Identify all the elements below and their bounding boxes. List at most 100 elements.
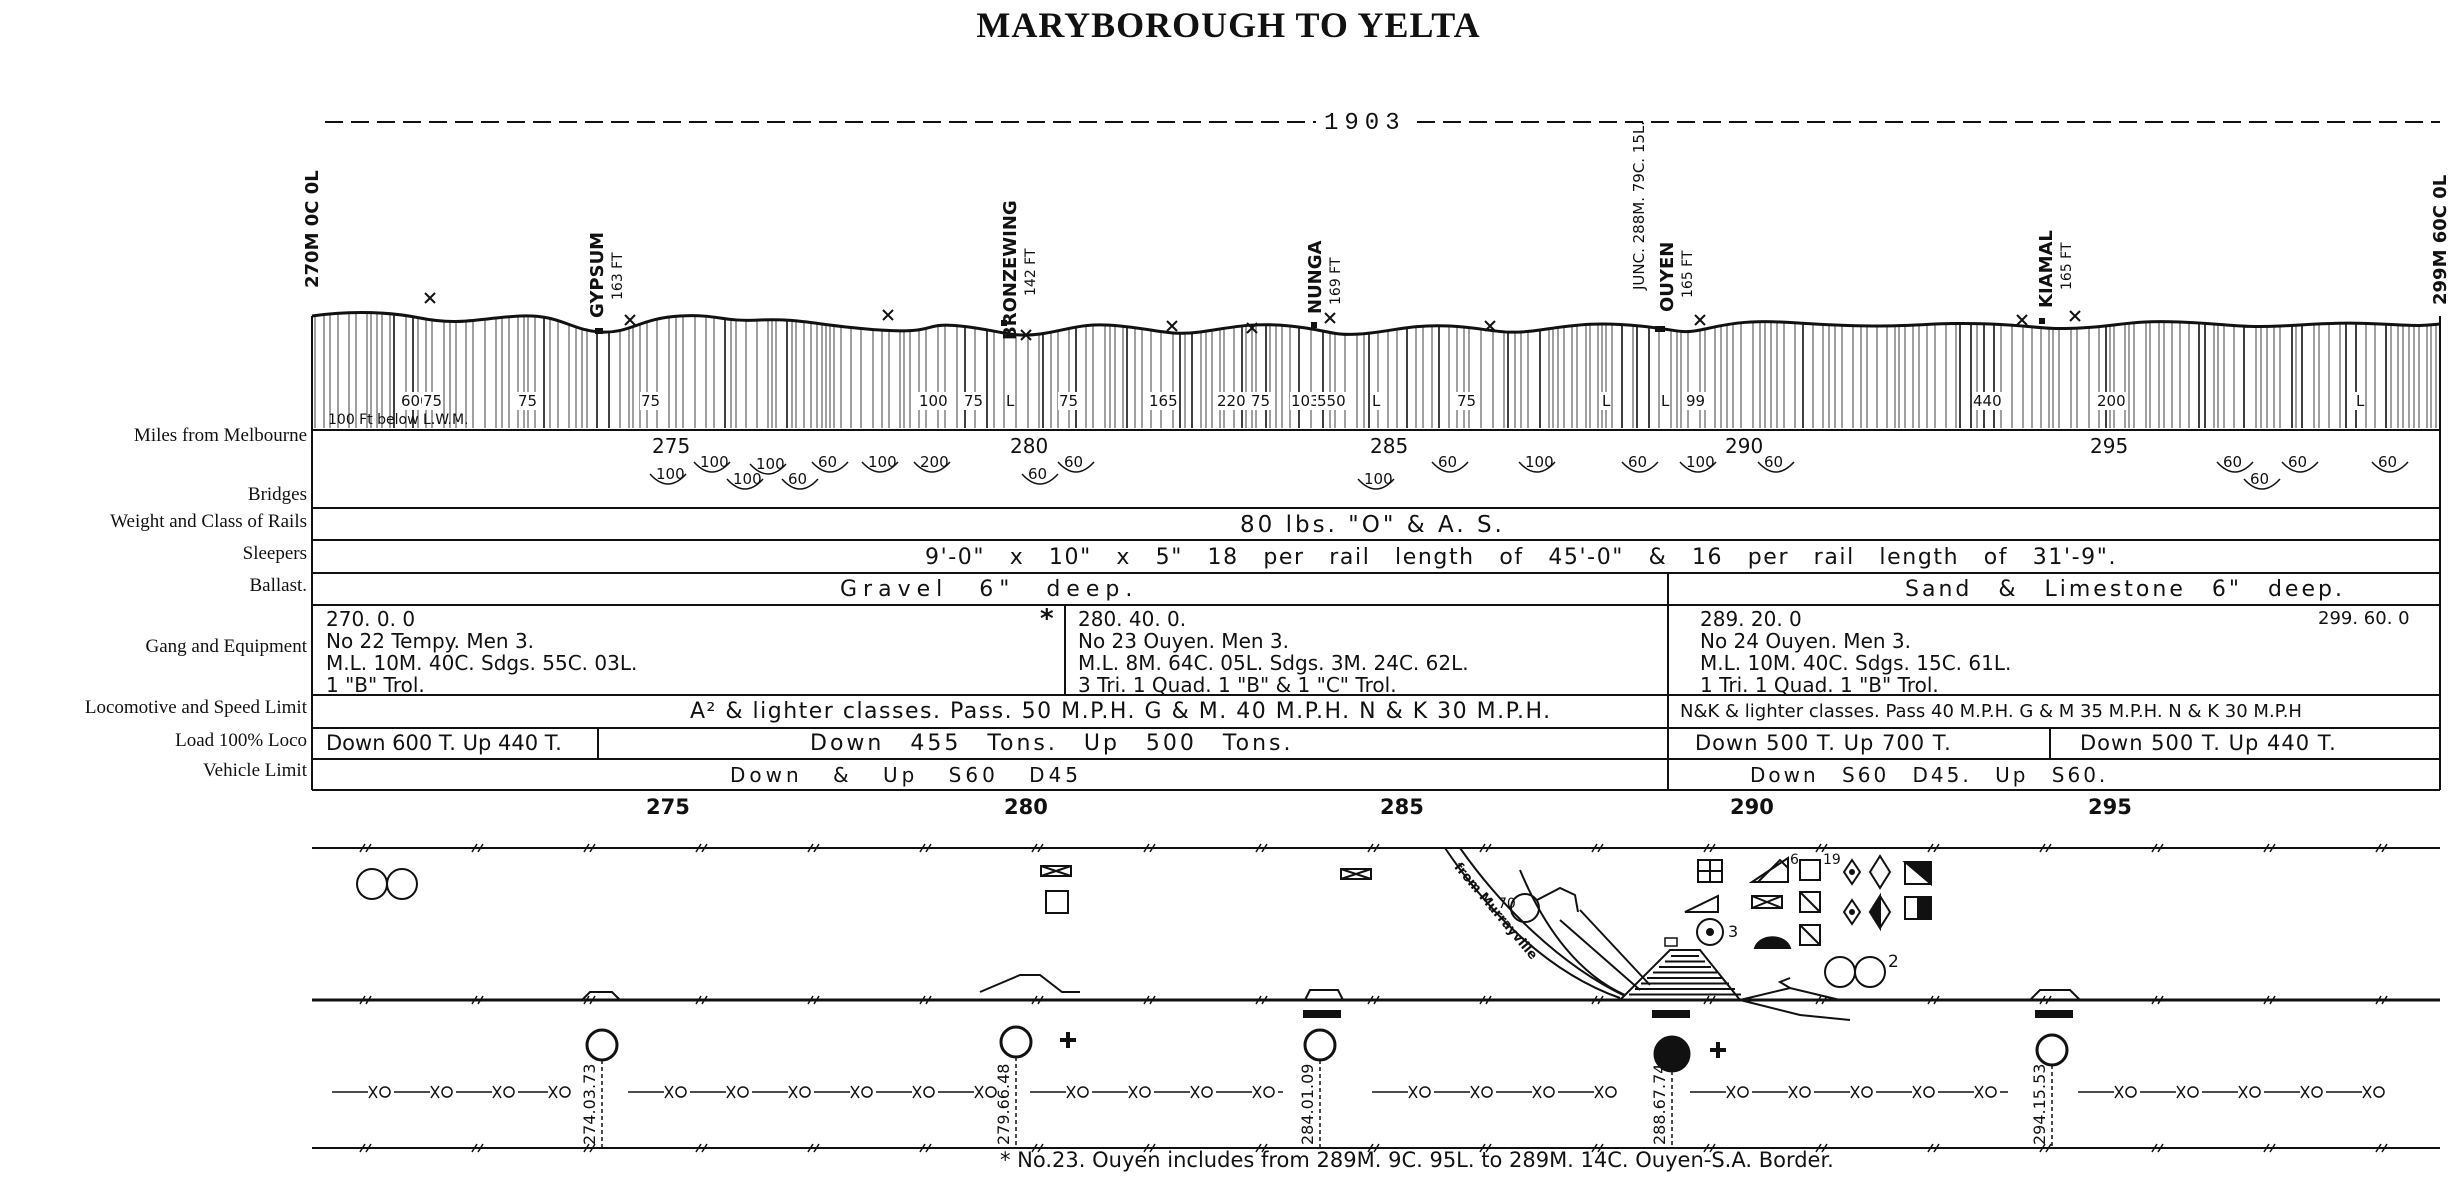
bridge-span: 60 xyxy=(1064,453,1084,471)
profile-x-marks xyxy=(424,292,2081,341)
label-miles: Miles from Melbourne xyxy=(133,425,307,446)
track-tick xyxy=(2375,1143,2388,1153)
track-tick xyxy=(2263,843,2276,853)
track-tick xyxy=(1815,843,1828,853)
track-tick xyxy=(1591,843,1604,853)
label-sleepers: Sleepers xyxy=(242,543,307,564)
track-tick xyxy=(807,1143,820,1153)
profile-x-mark xyxy=(1324,312,1336,324)
post-gypsum: 274.03.73 xyxy=(580,1063,599,1145)
year-label: 1903 xyxy=(1316,110,1414,137)
gradient-label: 75 xyxy=(1456,392,1478,410)
gang-section-2: 280. 40. 0. No 23 Ouyen. Men 3. M.L. 8M.… xyxy=(1078,607,1469,697)
load-3: Down 500 T. Up 700 T. xyxy=(1695,731,1952,755)
track-tick xyxy=(1479,843,1492,853)
track-tick xyxy=(1815,1143,1828,1153)
telegraph-o xyxy=(1263,1086,1275,1098)
track-tick xyxy=(1143,1143,1156,1153)
post-kiamal: 294.15.53 xyxy=(2030,1063,2049,1145)
bridge-arc xyxy=(1357,478,1395,490)
telegraph-o xyxy=(1799,1086,1811,1098)
station-kiamal: KIAMAL xyxy=(2036,230,2057,308)
sleepers-value: 9'-0" x 10" x 5" 18 per rail length of 4… xyxy=(925,545,2118,570)
bridge-span: 100 xyxy=(656,465,685,483)
telegraph-o xyxy=(799,1086,811,1098)
track-tick xyxy=(2151,995,2164,1005)
telegraph-o xyxy=(2311,1086,2323,1098)
signal-number-3: 3 xyxy=(1728,922,1739,941)
track-tick xyxy=(1367,995,1380,1005)
telegraph-x xyxy=(1974,1085,1984,1099)
telegraph-o xyxy=(985,1086,997,1098)
track-tick xyxy=(2263,1143,2276,1153)
telegraph-o xyxy=(1419,1086,1431,1098)
ouyen-yard xyxy=(1444,847,1851,1021)
telegraph-o xyxy=(737,1086,749,1098)
mile-290: 290 xyxy=(1725,434,1764,458)
gradient-label: L xyxy=(1660,392,1671,410)
gradient-label: 100 xyxy=(918,392,949,410)
profile-x-mark xyxy=(2016,314,2028,326)
telegraph-x xyxy=(2300,1085,2310,1099)
telegraph-x xyxy=(1408,1085,1418,1099)
bridge-span: 100 xyxy=(868,453,897,471)
bridge-arc xyxy=(1621,461,1659,473)
lower-mile-295: 295 xyxy=(2088,795,2132,819)
profile-x-mark xyxy=(1246,322,1258,334)
label-vehicle: Vehicle Limit xyxy=(203,760,307,781)
telegraph-o xyxy=(675,1086,687,1098)
gradient-label: 440 xyxy=(1972,392,2003,410)
label-ballast: Ballast. xyxy=(249,575,307,596)
profile-x-mark xyxy=(1694,314,1706,326)
station-marker-gypsum xyxy=(585,1028,619,1062)
station-kiamal-height: 165 FT xyxy=(2059,242,2075,290)
bridge-arc xyxy=(649,473,687,485)
track-tick xyxy=(2039,995,2052,1005)
ouyen-building xyxy=(1664,937,1678,947)
track-tick xyxy=(919,843,932,853)
bridge-arc xyxy=(2216,461,2254,473)
mile-295: 295 xyxy=(2090,434,2129,458)
telegraph-x xyxy=(1128,1085,1138,1099)
bridge-span: 60 xyxy=(1628,453,1648,471)
track-tick xyxy=(1255,1143,1268,1153)
telegraph-o xyxy=(1481,1086,1493,1098)
load-1: Down 600 T. Up 440 T. xyxy=(326,731,562,755)
gradient-label: 220 xyxy=(1216,392,1247,410)
telegraph-x xyxy=(1190,1085,1200,1099)
track-tick xyxy=(1703,995,1716,1005)
track-tick xyxy=(919,995,932,1005)
profile-x-mark xyxy=(624,314,636,326)
track-tick xyxy=(471,843,484,853)
telegraph-x xyxy=(368,1085,378,1099)
track-tick xyxy=(1591,995,1604,1005)
track-tick xyxy=(1927,843,1940,853)
bridge-arcs xyxy=(649,461,2409,490)
signal-number-19: 19 xyxy=(1823,852,1841,868)
gradient-label: 103 xyxy=(1290,392,1321,410)
ballast-right: Sand & Limestone 6" deep. xyxy=(1905,577,2345,602)
station-marker-nunga xyxy=(1303,1028,1337,1062)
bridge-span: 100 xyxy=(733,470,762,488)
post-nunga: 284.01.09 xyxy=(1298,1063,1317,1145)
profile-x-mark xyxy=(1484,320,1496,332)
gang-end-value: 299. 60. 0 xyxy=(2318,608,2410,629)
telegraph-x xyxy=(726,1085,736,1099)
profile-note: 100 Ft below L.W.M. xyxy=(328,412,469,428)
crosses xyxy=(1060,1032,1726,1058)
signal-symbols xyxy=(356,854,1932,988)
platforms xyxy=(1303,1010,2073,1018)
telegraph-x xyxy=(2114,1085,2124,1099)
track-tick xyxy=(1591,1143,1604,1153)
bridge-arc xyxy=(2243,478,2281,490)
track-tick xyxy=(2375,995,2388,1005)
signal-number-6: 6 xyxy=(1790,852,1799,868)
telegraph-x xyxy=(1594,1085,1604,1099)
gradient-label: 75 xyxy=(640,392,662,410)
track-tick xyxy=(1367,1143,1380,1153)
end-mileage: 299M 60C 0L xyxy=(2430,174,2451,305)
track-tick xyxy=(919,1143,932,1153)
gradient-label: 550 xyxy=(1316,392,1347,410)
telegraph-o xyxy=(1543,1086,1555,1098)
station-marker-bronzewing xyxy=(999,1025,1033,1059)
